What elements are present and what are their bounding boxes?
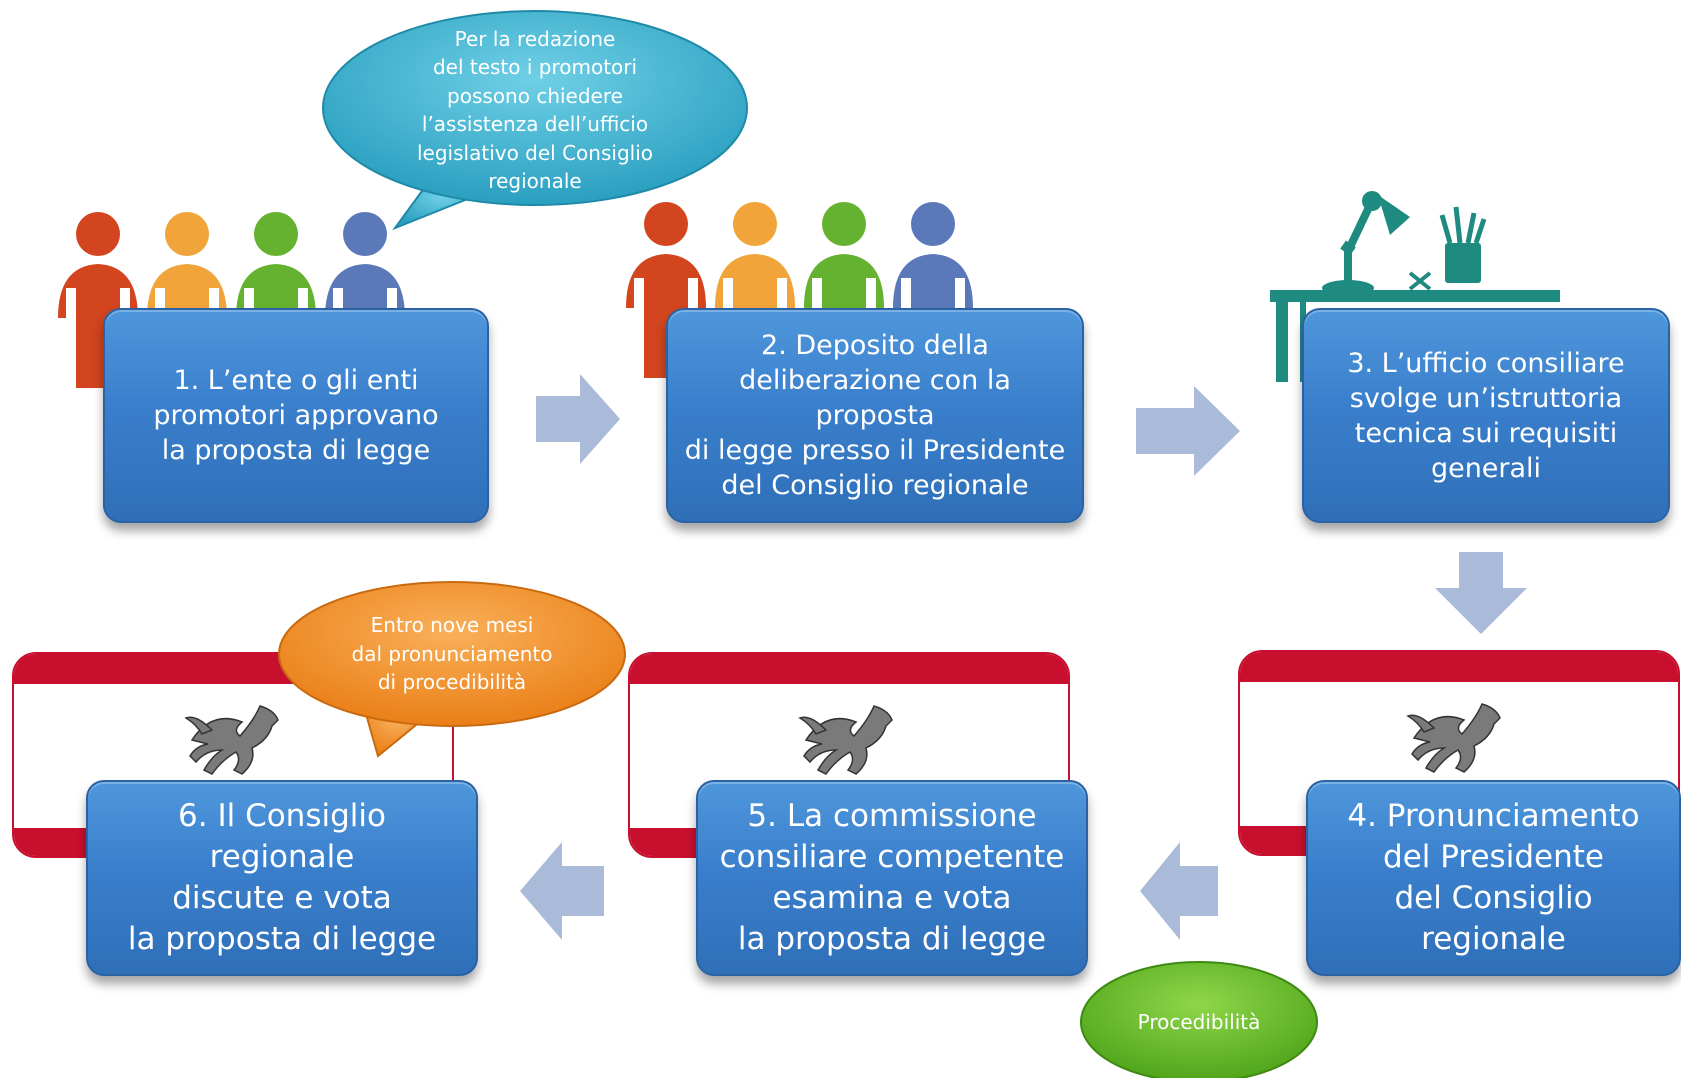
callout-blue-text: Per la redazione del testo i promotori p… xyxy=(417,26,653,194)
arrow-down-icon xyxy=(1435,552,1527,634)
step-6-box: 6. Il Consiglio regionale discute e vota… xyxy=(86,780,478,976)
step-1-box: 1. L’ente o gli enti promotori approvano… xyxy=(103,308,489,523)
pegasus-emblem-icon xyxy=(1406,703,1501,773)
pegasus-emblem-icon xyxy=(798,705,893,775)
arrow-left-icon xyxy=(520,842,604,940)
step-5-box: 5. La commissione consiliare competente … xyxy=(696,780,1088,976)
flag-band xyxy=(1240,652,1678,682)
callout-green-text: Procedibilità xyxy=(1137,1010,1261,1034)
step-3-box: 3. L’ufficio consiliare svolge un’istrut… xyxy=(1302,308,1670,523)
flag-band xyxy=(630,654,1068,684)
pegasus-emblem-icon xyxy=(184,705,279,775)
arrow-right-icon xyxy=(536,374,620,464)
step-2-box: 2. Deposito della deliberazione con la p… xyxy=(666,308,1084,523)
step-4-box: 4. Pronunciamento del Presidente del Con… xyxy=(1306,780,1681,976)
desk-lamp-icon xyxy=(1270,191,1560,382)
arrow-left-icon xyxy=(1140,842,1218,940)
callout-orange-text: Entro nove mesi dal pronunciamento di pr… xyxy=(351,613,553,695)
arrow-right-icon xyxy=(1136,386,1240,476)
